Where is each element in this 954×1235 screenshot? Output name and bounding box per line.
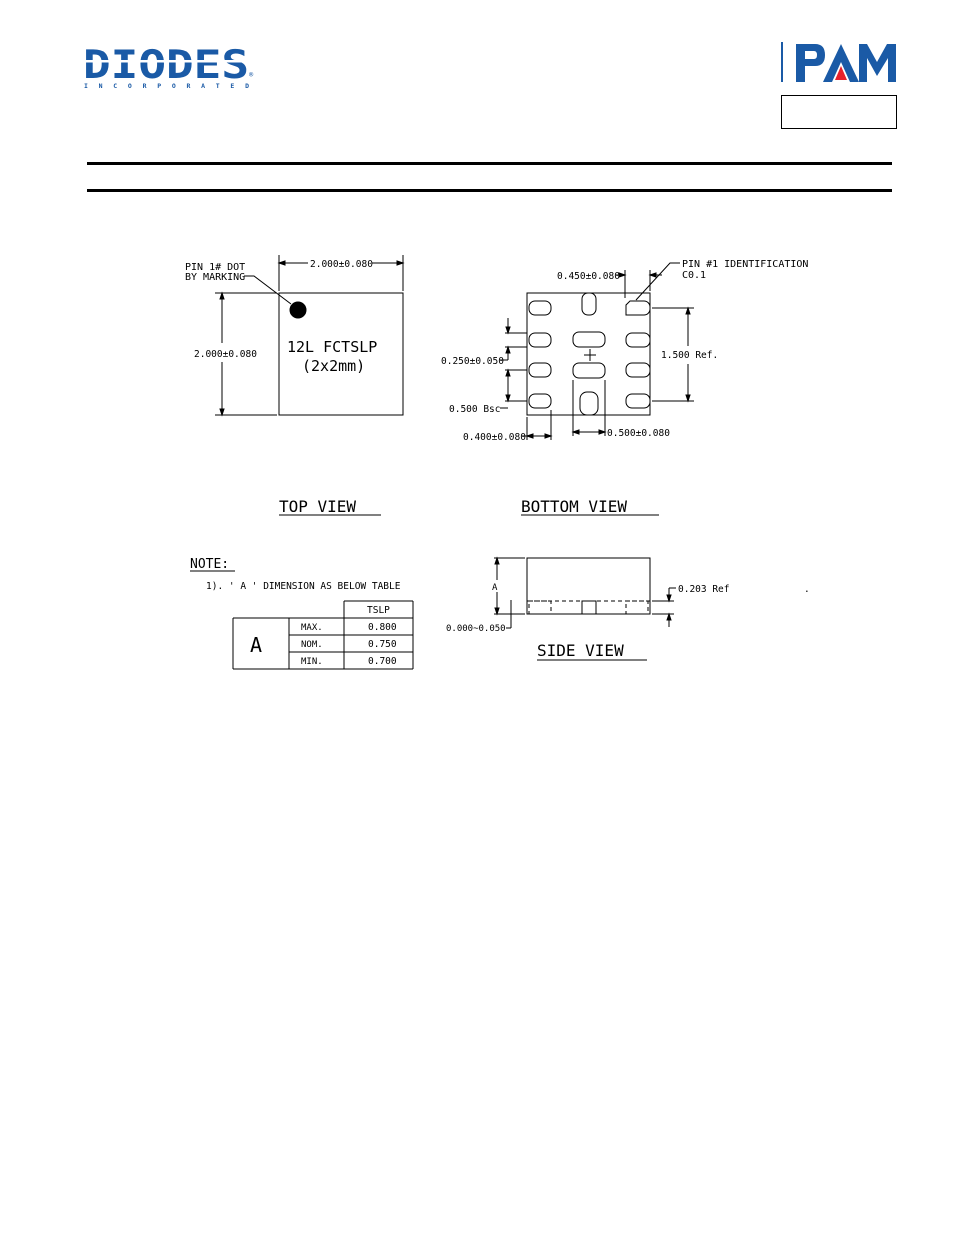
pam-logo-a bbox=[823, 44, 859, 82]
pad-right-1-pin1 bbox=[625, 300, 651, 316]
top-view-caption: TOP VIEW bbox=[279, 497, 356, 516]
pad-right-2 bbox=[625, 332, 651, 348]
diodes-logo-mark: DIODES ® I N C O R P O R A T E D bbox=[83, 43, 254, 90]
pad-right-4 bbox=[625, 393, 651, 409]
diodes-logo-registered: ® bbox=[249, 71, 254, 79]
table-row-value: 0.750 bbox=[368, 639, 397, 650]
pad-top-center bbox=[581, 292, 597, 316]
pad-center-lower bbox=[572, 362, 606, 379]
pad-height-dim: 0.250±0.050 bbox=[441, 356, 504, 367]
top-rule bbox=[87, 162, 892, 165]
ref-dim: 1.500 Ref. bbox=[661, 350, 718, 361]
side-a-label: A bbox=[492, 583, 498, 593]
center-pad-dim: 0.500±0.080 bbox=[607, 428, 670, 439]
table-row-label: MAX. bbox=[301, 623, 323, 633]
pad-right-3 bbox=[625, 362, 651, 378]
table-row-value: 0.700 bbox=[368, 656, 397, 667]
pad-left-2 bbox=[528, 332, 552, 348]
pam-logo bbox=[779, 40, 899, 84]
table-row-label: NOM. bbox=[301, 640, 323, 650]
chamfer-label: C0.1 bbox=[682, 270, 706, 281]
pitch-dim: 0.500 Bsc bbox=[449, 404, 500, 415]
table-header: TSLP bbox=[367, 605, 390, 616]
pam-logo-m bbox=[859, 44, 896, 82]
pin1-id-label: PIN #1 IDENTIFICATION bbox=[682, 259, 808, 270]
table-row-label: MIN. bbox=[301, 657, 323, 667]
standoff-dim: 0.000~0.050 bbox=[446, 624, 506, 634]
top-width-dim: 2.000±0.080 bbox=[310, 259, 373, 270]
side-view-body bbox=[526, 557, 651, 615]
package-outline-drawing: PIN 1# DOT BY MARKING 2.000±0.080 2.000±… bbox=[185, 255, 810, 670]
pin1-dot-label-1: PIN 1# DOT bbox=[185, 262, 245, 273]
side-dot: . bbox=[804, 584, 810, 595]
bottom-view-caption: BOTTOM VIEW bbox=[521, 497, 627, 516]
top-view-body bbox=[278, 292, 404, 416]
pad-left-1 bbox=[528, 300, 552, 316]
top-height-dim: 2.000±0.080 bbox=[194, 349, 257, 360]
diodes-logo: DIODES ® I N C O R P O R A T E D bbox=[83, 42, 258, 92]
pin1-dot-label-2: BY MARKING bbox=[185, 272, 245, 283]
diodes-logo-sub: I N C O R P O R A T E D bbox=[84, 82, 249, 90]
pam-logo-accent bbox=[835, 66, 847, 80]
dimension-table bbox=[232, 600, 414, 670]
pad-bottom-center bbox=[579, 391, 599, 416]
table-symbol: A bbox=[250, 633, 262, 657]
pin1-dot bbox=[289, 301, 307, 319]
part-number-box bbox=[781, 95, 897, 129]
pam-logo-bar bbox=[781, 42, 783, 82]
pad-left-4 bbox=[528, 393, 552, 409]
table-row-value: 0.800 bbox=[368, 622, 397, 633]
pin1-leader bbox=[244, 275, 292, 305]
note-title: NOTE: bbox=[190, 557, 229, 572]
package-label-2: (2x2mm) bbox=[302, 357, 365, 375]
bottom-rule bbox=[87, 189, 892, 192]
side-view-caption: SIDE VIEW bbox=[537, 641, 624, 660]
side-ref-dim: 0.203 Ref bbox=[678, 584, 729, 595]
note-line-1: 1). ' A ' DIMENSION AS BELOW TABLE bbox=[206, 581, 401, 592]
package-label-1: 12L FCTSLP bbox=[287, 338, 377, 356]
pam-logo-p bbox=[796, 44, 825, 82]
pad-center-upper bbox=[572, 331, 606, 348]
pad-len-dim: 0.400±0.080 bbox=[463, 432, 526, 443]
pad-left-3 bbox=[528, 362, 552, 378]
bottom-view-body bbox=[526, 292, 651, 416]
pad-width-dim: 0.450±0.080 bbox=[557, 271, 620, 282]
diodes-logo-text: DIODES bbox=[83, 43, 249, 88]
